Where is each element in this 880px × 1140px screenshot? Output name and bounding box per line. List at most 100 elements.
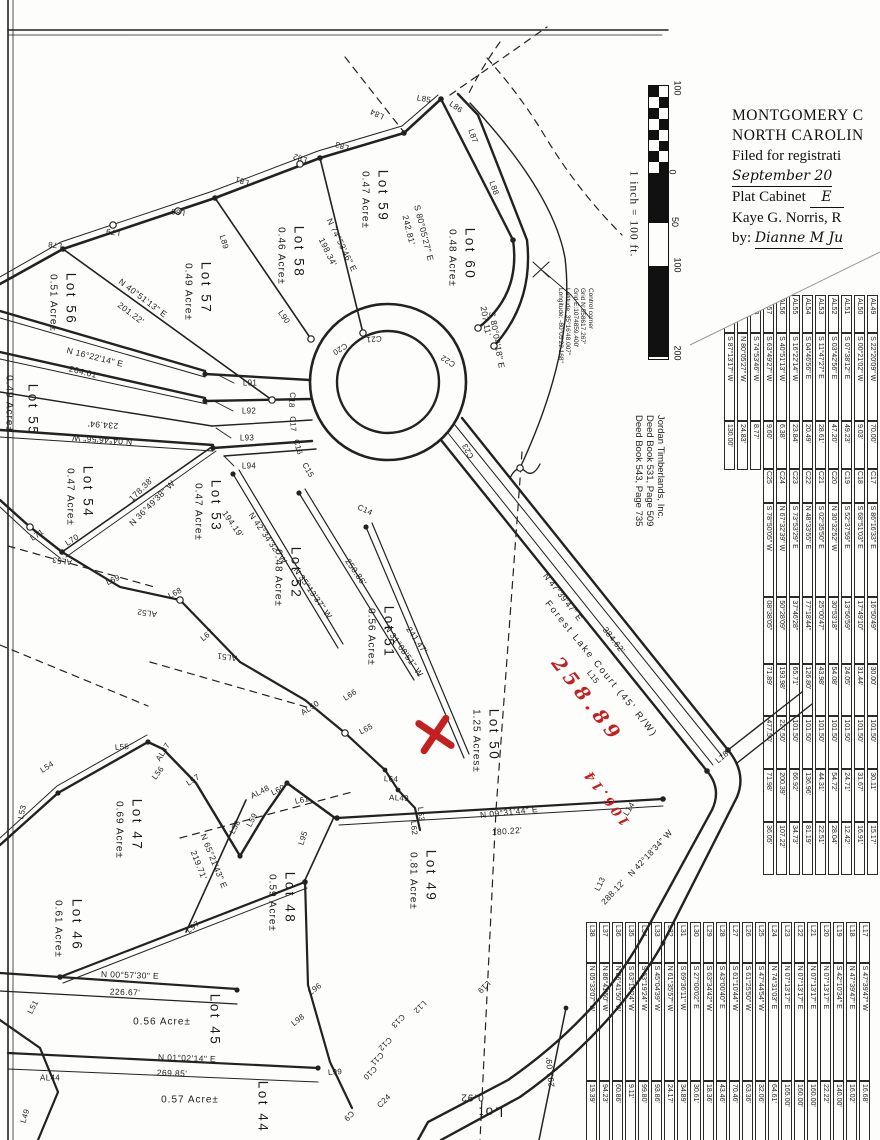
acreage-label: 1.25 Acres±: [470, 709, 482, 773]
curve-cell: 54.08': [828, 663, 839, 717]
l-line-cell: L33: [651, 922, 662, 963]
al-line-cell: 130.00': [724, 420, 735, 470]
l-line-cell: N 07°13'17" E: [794, 962, 805, 1081]
curve-cell: S 78°50'05" W: [763, 502, 774, 598]
l-line-cell: L37: [599, 922, 610, 963]
curve-cell: 15.17': [867, 822, 878, 875]
note-line: Control corner: [587, 288, 594, 330]
bearing-distance-label: 226.67': [109, 986, 141, 998]
l-line-cell: N 47°39'47" E: [846, 962, 857, 1081]
l-line-cell: 99.80': [638, 1080, 649, 1140]
curve-cell: N 30°32'52" W: [828, 502, 839, 598]
l-line-cell: N 86°41'50" W: [599, 962, 610, 1081]
curve-cell: 13°56'59": [841, 597, 852, 664]
curve-cell: 28.04': [828, 822, 839, 875]
curve-cell: 71.89': [763, 663, 774, 717]
acreage-label: 0.92: [460, 1091, 484, 1103]
al-line-cell: S 03°42'56" E: [828, 333, 839, 421]
l-line-cell: 160.00': [807, 1080, 818, 1140]
al-line-cell: S 16°22'14" W: [789, 333, 800, 421]
curve-cell: 22.51': [815, 822, 826, 875]
curve-cell: S 86°16'33" E: [867, 502, 878, 598]
al-line-cell: S 22°20'09" W: [867, 333, 878, 421]
curve-cell: 16.91': [854, 822, 865, 875]
curve-cell: 12.42': [841, 822, 852, 875]
plat-cabinet-label: Plat Cabinet: [732, 189, 806, 205]
l-line-cell: S 61°25'50" W: [742, 962, 753, 1081]
l-line-cell: N 05°33'07" W: [586, 962, 597, 1081]
l-line-cell: L26: [742, 922, 753, 963]
acreage-label: 0.49 Acre±: [3, 375, 15, 433]
l-line-cell: S 47°44'54" W: [755, 962, 766, 1081]
acreage-label: 0.59 Acre±: [266, 874, 278, 932]
al-line-cell: 8.77': [750, 420, 761, 470]
scale-checker-segment: [658, 162, 668, 174]
l-line-cell: S 63°34'42" W: [703, 962, 714, 1081]
l-line-cell: N 07°13'17" E: [807, 962, 818, 1081]
l-line-cell: 30.61': [690, 1080, 701, 1140]
road-edge-sw: [439, 438, 709, 773]
l-line-cell: L32: [664, 922, 675, 963]
note-line: Grid E:1074859.400': [572, 288, 579, 348]
bearing-distance-label: 180.22': [491, 824, 523, 838]
acreage-label: 0.47 Acre±: [359, 171, 371, 229]
l-line-cell: L20: [820, 922, 831, 963]
l-line-cell: L17: [859, 922, 870, 963]
line-curve-label: L78: [47, 239, 63, 251]
note-line: Deed Book 543, Page 735: [633, 415, 644, 527]
al-line-cell: 47.20': [828, 420, 839, 470]
deed-reference-note: Jordan Timberlands, Inc.Deed Book 531, P…: [633, 415, 666, 526]
scale-tick-label: 0: [667, 169, 678, 175]
l-line-cell: L23: [781, 922, 792, 963]
l-line-cell: L29: [703, 922, 714, 963]
l-line-cell: 165.00': [781, 1080, 792, 1140]
lot-number-label: Lot 56: [63, 272, 79, 326]
al-line-cell: AL57: [763, 295, 774, 334]
al-line-cell: AL49: [867, 295, 878, 334]
lot-number-label: Lot 50: [486, 708, 502, 762]
l-line-cell: S 27°00'02" E: [690, 962, 701, 1081]
l-line-cell: 160.00': [794, 1080, 805, 1140]
curve-cell: 16°50'49": [867, 597, 878, 664]
curve-cell: 101.50': [828, 716, 839, 770]
scale-segment: [649, 173, 668, 223]
acreage-label: 0.47 Acre±: [64, 468, 76, 526]
curve-cell: S 73°53'29" E: [789, 502, 800, 598]
l-line-cell: L31: [677, 922, 688, 963]
lot-number-label: Lot 45: [207, 993, 223, 1047]
l-line-cell: S 45°04'39" W: [651, 962, 662, 1081]
curve-cell: N 67°32'39" W: [776, 502, 787, 598]
curve-cell: 24.05': [841, 663, 852, 717]
l-line-cell: L36: [612, 922, 623, 963]
filed-date-handwritten: September 20: [732, 166, 833, 187]
l-line-cell: L34: [638, 922, 649, 963]
graphic-scale-ratio: 1 inch = 100 ft.: [627, 170, 640, 258]
register-of-deeds-name: Kaye G. Norris, R: [732, 210, 842, 226]
lot-number-label: Lot 49: [423, 849, 439, 903]
l-line-cell: L25: [755, 922, 766, 963]
l-line-cell: 19.39': [586, 1080, 597, 1140]
curve-cell: 66.92': [789, 769, 800, 823]
curve-cell: 08°38'05": [763, 597, 774, 664]
acreage-label: 0.56 Acre±: [365, 608, 377, 666]
l-line-cell: N 74°31'03" E: [768, 962, 779, 1081]
line-curve-label: L79: [105, 226, 121, 238]
curve-cell: 77°18'44": [802, 597, 813, 664]
line-curve-label: L94: [241, 461, 257, 471]
curve-cell: C17: [867, 468, 878, 503]
curve-cell: 136.96': [802, 769, 813, 823]
al-line-cell: AL55: [789, 295, 800, 334]
